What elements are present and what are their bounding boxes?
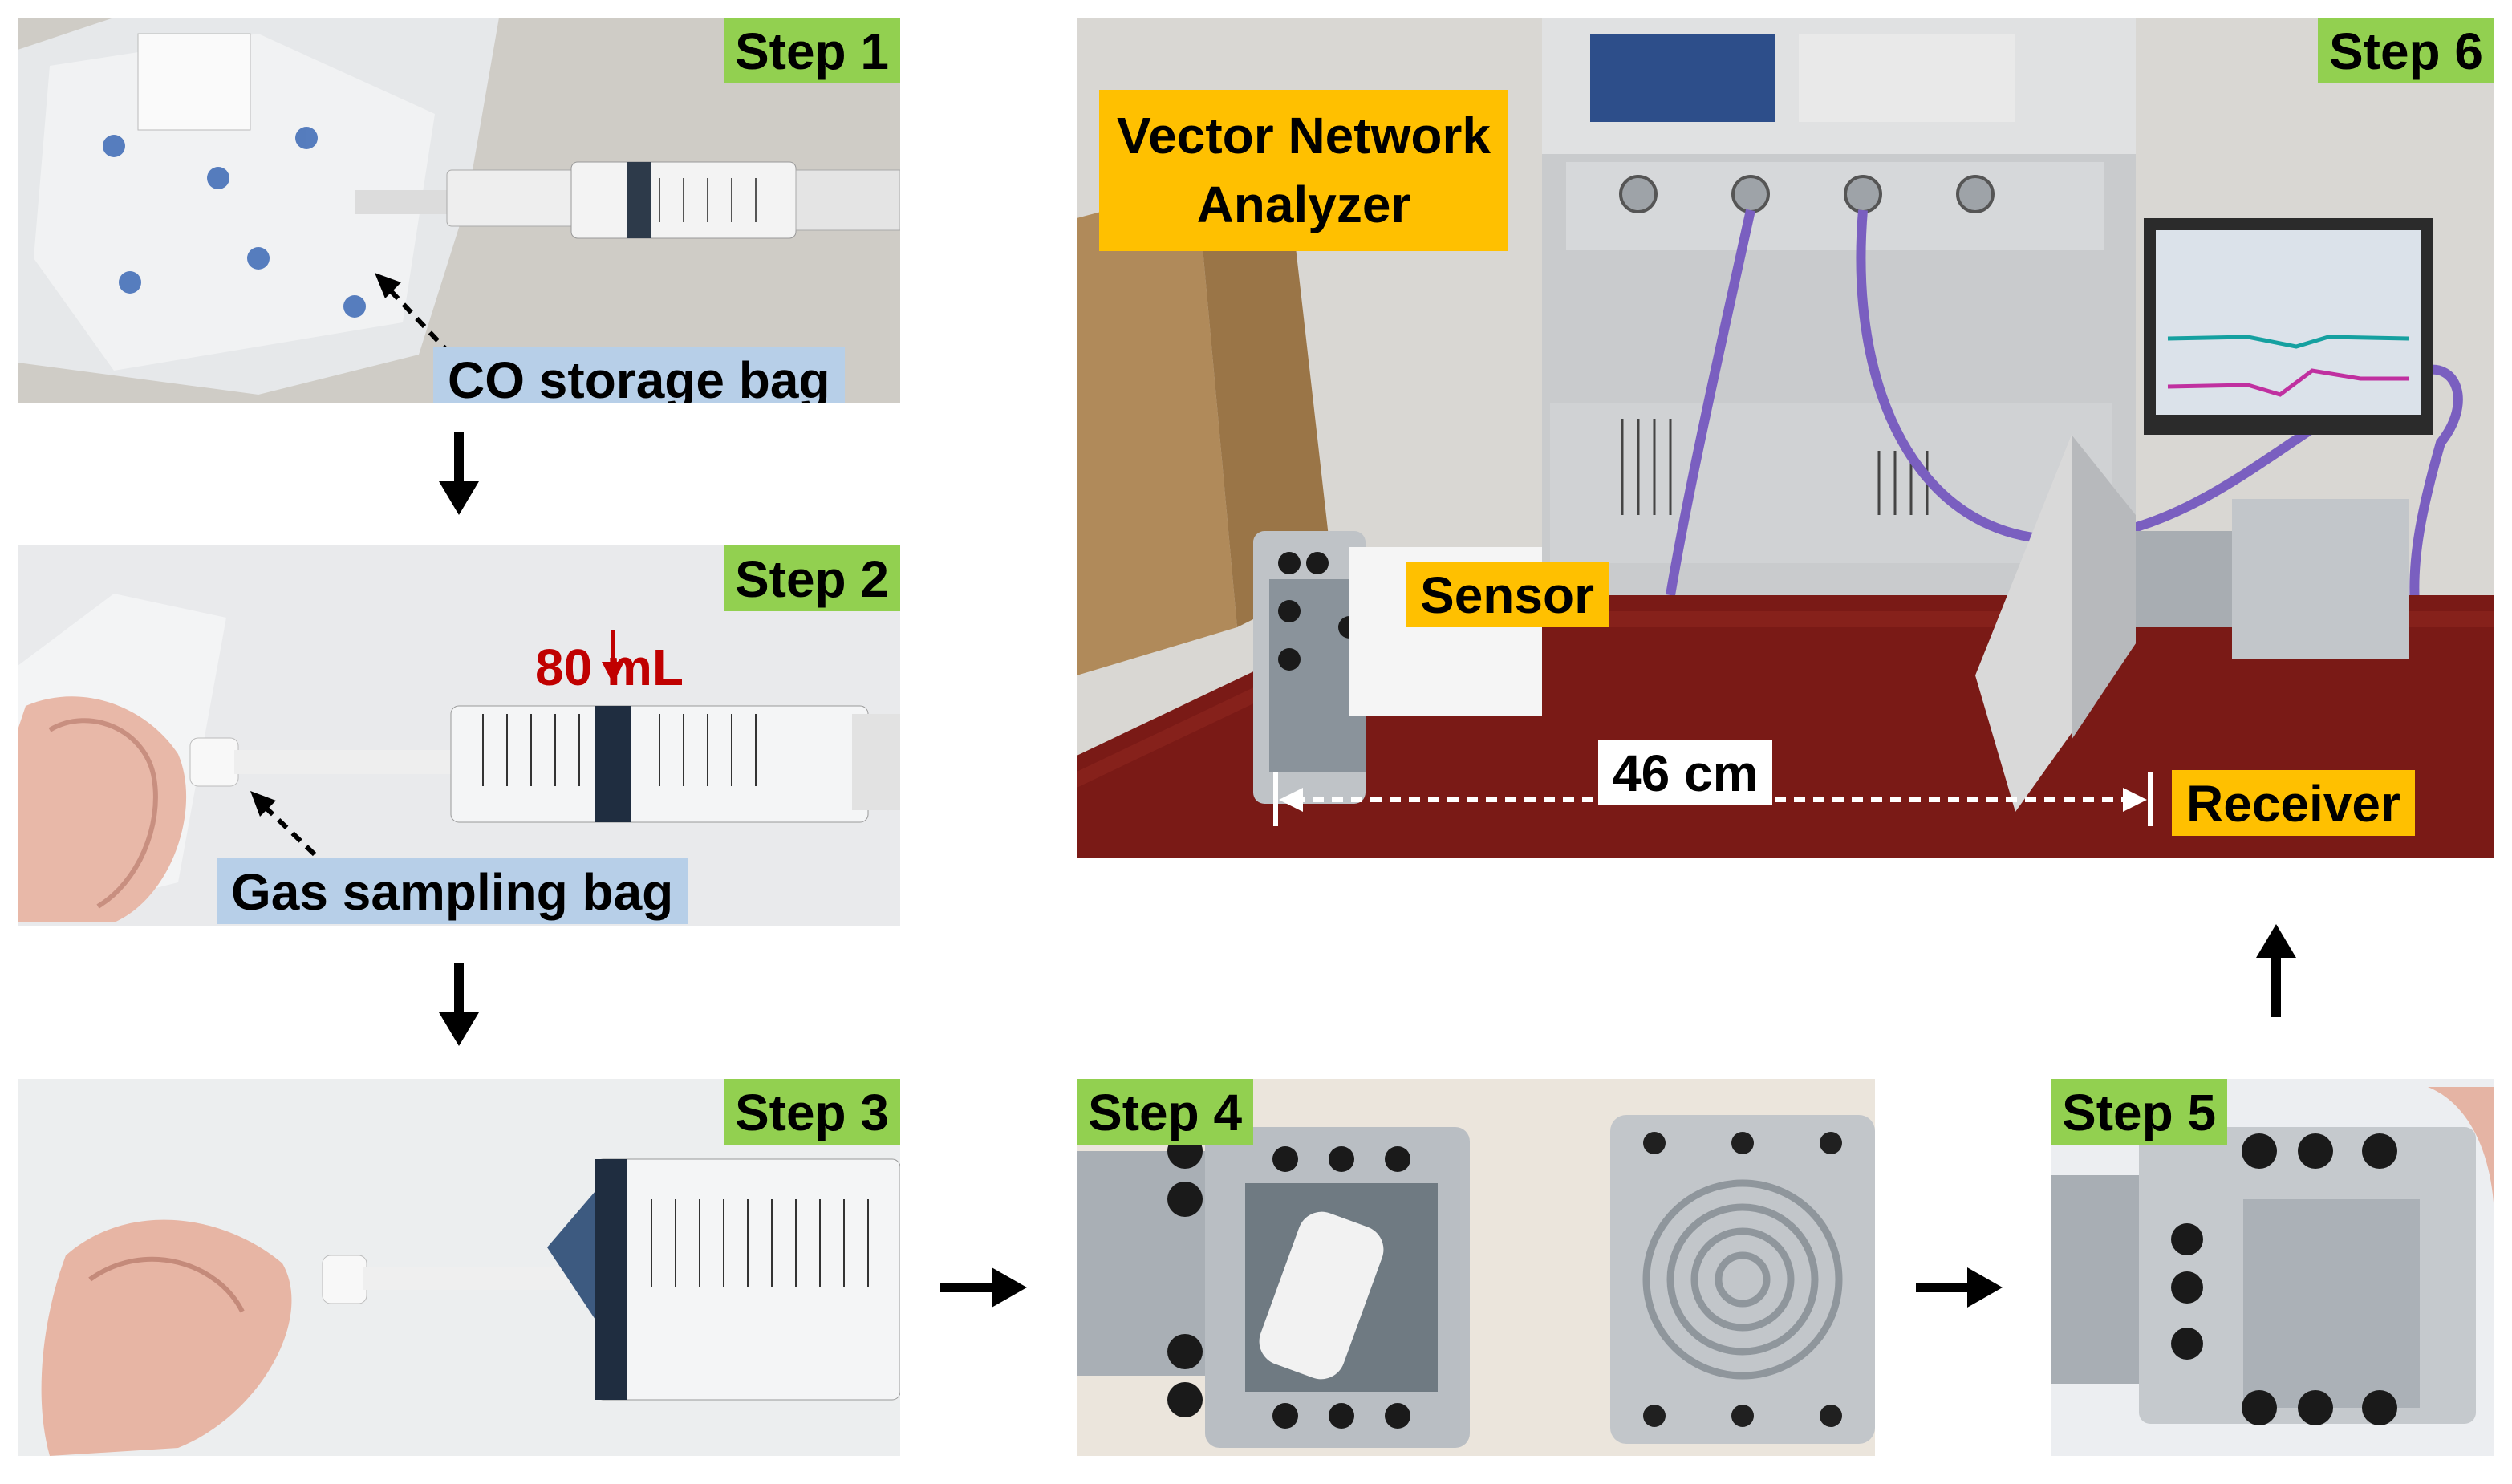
step3-tag: Step 3 bbox=[723, 1079, 900, 1145]
step4-photo: Step 4 bbox=[1077, 1079, 1875, 1456]
step1-tag: Step 1 bbox=[723, 18, 900, 83]
step1-photo: Step 1 CO storage bag bbox=[18, 18, 900, 403]
step2-photo: Step 2 80 mL Gas sampling bag bbox=[18, 545, 900, 926]
down-arrow-icon bbox=[439, 432, 479, 515]
step5-photo: Step 5 bbox=[2051, 1079, 2494, 1456]
step6-photo: Step 6 Vector Network Analyzer Sensor 46… bbox=[1077, 18, 2494, 858]
vna-label-line1: Vector Network bbox=[1117, 107, 1491, 164]
step4-tag: Step 4 bbox=[1077, 1079, 1254, 1145]
distance-label: 46 cm bbox=[1598, 740, 1773, 805]
vna-label: Vector Network Analyzer bbox=[1099, 90, 1508, 251]
down-arrow-icon bbox=[439, 963, 479, 1046]
sensor-label: Sensor bbox=[1406, 562, 1609, 627]
step2-tag: Step 2 bbox=[723, 545, 900, 611]
step4-illustration bbox=[1077, 1079, 1875, 1456]
gas-sampling-bag-label: Gas sampling bag bbox=[217, 858, 688, 924]
step6-tag: Step 6 bbox=[2317, 18, 2494, 83]
receiver-label: Receiver bbox=[2172, 770, 2415, 836]
vna-label-line2: Analyzer bbox=[1196, 176, 1411, 234]
right-arrow-icon bbox=[940, 1267, 1027, 1308]
step5-tag: Step 5 bbox=[2051, 1079, 2228, 1145]
co-storage-bag-label: CO storage bag bbox=[433, 347, 845, 403]
volume-label: 80 mL bbox=[535, 639, 684, 696]
up-arrow-icon bbox=[2256, 924, 2296, 1017]
step3-photo: Step 3 bbox=[18, 1079, 900, 1456]
right-arrow-icon bbox=[1916, 1267, 2003, 1308]
step6-illustration bbox=[1077, 18, 2494, 858]
